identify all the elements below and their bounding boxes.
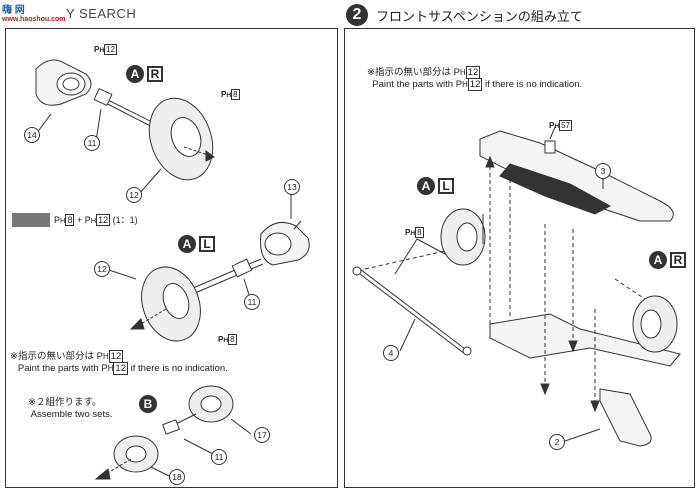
- side-letter-a: A: [178, 235, 196, 253]
- step-number: 2: [346, 4, 368, 26]
- side-letter-b: B: [139, 395, 157, 413]
- side-letter-r: R: [670, 252, 686, 268]
- part-number-13: 13: [284, 179, 300, 195]
- side-label-a-l: A L: [417, 177, 454, 195]
- side-letter-a: A: [649, 251, 667, 269]
- part-number-4: 4: [383, 345, 399, 361]
- left-assembly-drawing: [35, 59, 310, 480]
- step-header: 2 フロントサスペンションの組み立て: [346, 3, 583, 27]
- part-number-12: 12: [126, 187, 142, 203]
- side-letter-r: R: [147, 66, 163, 82]
- side-letter-l: L: [438, 178, 454, 194]
- side-letter-a: A: [417, 177, 435, 195]
- side-letter-a: A: [126, 65, 144, 83]
- part-number-18: 18: [169, 469, 185, 485]
- part-number-3: 3: [595, 163, 611, 179]
- watermark-url: www.haoshou.com: [2, 16, 66, 23]
- side-label-b: B: [139, 395, 157, 413]
- side-letter-l: L: [199, 236, 215, 252]
- watermark-overlay: Y SEARCH: [66, 6, 137, 21]
- part-number-11: 11: [84, 135, 100, 151]
- part-number-12: 12: [94, 261, 110, 277]
- paint-swatch: [12, 213, 50, 227]
- part-number-11: 11: [244, 294, 260, 310]
- part-number-14: 14: [24, 127, 40, 143]
- side-label-a-r: A R: [126, 65, 163, 83]
- watermark-logo: 嗨 网 www.haoshou.com: [2, 1, 66, 23]
- right-assembly-drawing: [352, 126, 681, 447]
- step-title: フロントサスペンションの組み立て: [376, 8, 583, 24]
- side-label-a-l: A L: [178, 235, 215, 253]
- part-number-17: 17: [254, 427, 270, 443]
- side-label-a-r: A R: [649, 251, 686, 269]
- part-number-2: 2: [549, 434, 565, 450]
- part-number-11: 11: [211, 449, 227, 465]
- watermark-brand: 嗨 网: [2, 5, 25, 16]
- assembly-sets-note: ※２組作ります。 Assemble two sets.: [28, 397, 113, 420]
